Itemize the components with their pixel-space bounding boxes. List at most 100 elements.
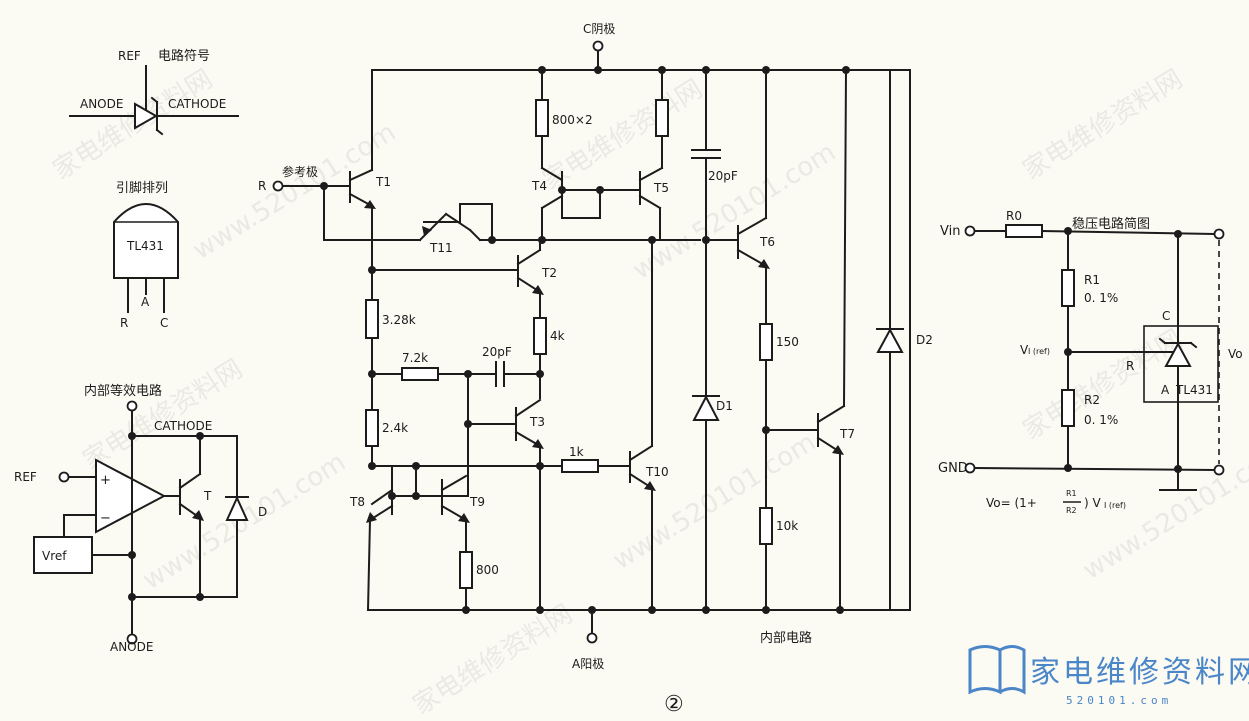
regulator-title: 稳压电路简图 [1072, 216, 1150, 232]
formula-num: R1 [1066, 489, 1077, 498]
t2-label: T2 [541, 266, 557, 280]
opamp-minus: − [100, 511, 111, 526]
res-4k [533, 317, 547, 355]
res-3-28k-label: 3.28k [382, 313, 416, 327]
site-logo: 家电维修资料网 520101.com [968, 645, 1249, 707]
pinout-pin-r: R [120, 316, 128, 330]
t5-label: T5 [653, 181, 669, 195]
formula-left: Vo= (1+ [986, 496, 1037, 510]
watermark-text: 家电维修资料网 [408, 599, 578, 721]
res-10k-label: 10k [776, 519, 798, 533]
vref-node-sub: I (ref) [1028, 347, 1050, 356]
res-10k [759, 507, 773, 545]
symbol-title: 电路符号 [158, 48, 210, 64]
watermark-url: www.520101.com [188, 117, 401, 266]
tl431-a-label: A [1161, 383, 1170, 397]
regulator-circuit: 稳压电路简图 Vin R0 R1 0. 1% R2 0. 1% V I (ref… [938, 209, 1243, 515]
logo-url: 520101.com [1066, 694, 1172, 707]
res-800x2-label: 800×2 [552, 113, 593, 127]
tl431-c-label: C [1162, 309, 1170, 323]
tl431-pinout: 引脚排列 TL431 A R C [113, 180, 179, 330]
d2-diode [876, 327, 904, 353]
cap-20pf-top-label: 20pF [708, 169, 738, 183]
equiv-anode-label: ANODE [110, 640, 153, 654]
tl431-r-label: R [1126, 359, 1134, 373]
res-4k-label: 4k [550, 329, 565, 343]
equivalent-circuit: 内部等效电路 CATHODE REF + − Vref T D [14, 383, 267, 654]
res-1k-label: 1k [569, 445, 584, 459]
t1-label: T1 [375, 175, 391, 189]
formula-right: ) V [1084, 496, 1101, 510]
vin-label: Vin [940, 224, 960, 239]
formula-den: R2 [1066, 506, 1077, 515]
r1-label: R1 [1084, 273, 1100, 287]
r2-label: R2 [1084, 393, 1100, 407]
tl431-part-label: TL431 [1175, 383, 1213, 397]
r0-label: R0 [1006, 209, 1022, 223]
vref-node-label: V [1020, 343, 1029, 357]
t11-label: T11 [429, 241, 453, 255]
cap-20pf-mid-label: 20pF [482, 345, 512, 359]
res-800-label: 800 [476, 563, 499, 577]
watermark-url: www.520101.com [608, 427, 821, 576]
watermark-url: www.520101.com [138, 447, 351, 596]
t6-label: T6 [759, 235, 775, 249]
formula-sub: I (ref) [1104, 501, 1126, 510]
pinout-pin-a: A [141, 295, 150, 309]
res-7-2k-label: 7.2k [402, 351, 428, 365]
op-amp [95, 458, 167, 534]
d1-diode [692, 394, 720, 421]
symbol-anode-label: ANODE [80, 97, 123, 111]
res-r2 [1061, 389, 1075, 427]
res-r0 [1005, 224, 1043, 238]
t7-label: T7 [839, 427, 855, 441]
anode-pin-label: A阳极 [572, 657, 604, 671]
equiv-cathode-label: CATHODE [154, 419, 212, 433]
d2-label: D2 [916, 333, 933, 347]
t10-label: T10 [645, 465, 669, 479]
res-800 [459, 551, 473, 589]
res-3-28k [365, 299, 379, 339]
vref-label: Vref [42, 549, 67, 563]
res-150-label: 150 [776, 335, 799, 349]
watermark-text: 家电维修资料网 [1018, 64, 1188, 186]
tl431-box [1143, 325, 1219, 403]
equiv-d-label: D [258, 505, 267, 519]
pinout-title: 引脚排列 [116, 180, 168, 196]
gnd-label: GND [938, 461, 968, 476]
r2-tol: 0. 1% [1084, 413, 1118, 427]
res-150 [759, 323, 773, 361]
ref-pin-r: R [258, 179, 266, 193]
res-800x2-right [655, 99, 669, 137]
watermark-url: www.520101.com [1078, 437, 1249, 586]
logo-text: 家电维修资料网 [1030, 655, 1249, 690]
opamp-plus: + [100, 473, 111, 488]
pinout-pin-c: C [160, 316, 168, 330]
watermark-text: 家电维修资料网 [48, 64, 218, 186]
res-7-2k [401, 367, 439, 381]
ref-pin-label: 参考极 [282, 164, 318, 179]
t3-label: T3 [529, 415, 545, 429]
d1-label: D1 [716, 399, 733, 413]
watermark-text: 家电维修资料网 [538, 74, 708, 196]
vo-label: Vo [1228, 347, 1243, 361]
cathode-pin-label: C阴极 [583, 22, 615, 36]
res-2-4k-label: 2.4k [382, 421, 408, 435]
equiv-t-label: T [203, 489, 212, 503]
pinout-part: TL431 [126, 239, 164, 253]
t8-label: T8 [349, 495, 365, 509]
symbol-ref-label: REF [118, 49, 141, 63]
t9-label: T9 [469, 495, 485, 509]
watermark-text: 家电维修资料网 [78, 354, 248, 476]
res-1k [561, 459, 599, 473]
vref-source [33, 536, 93, 574]
res-2-4k [365, 409, 379, 447]
r1-tol: 0. 1% [1084, 291, 1118, 305]
internal-circuit: C阴极 A阳极 内部电路 R 参考极 T1 T11 800×2 [258, 22, 933, 671]
equiv-title: 内部等效电路 [84, 383, 162, 399]
figure-number: ② [664, 692, 684, 717]
internal-title: 内部电路 [760, 630, 812, 646]
equiv-diode [225, 495, 249, 521]
